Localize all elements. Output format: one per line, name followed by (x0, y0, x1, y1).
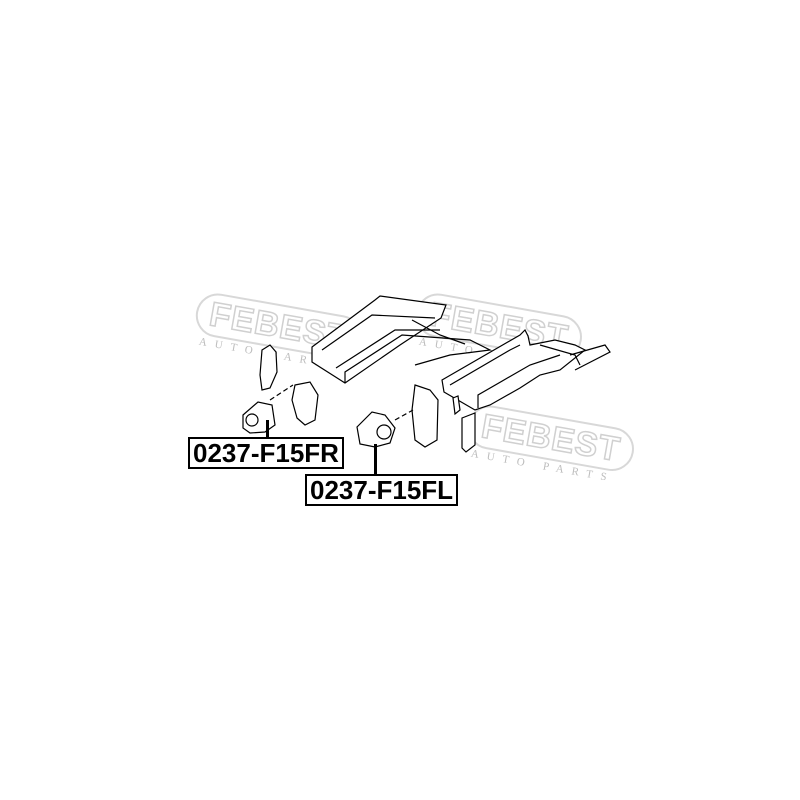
leader-line-fl (374, 444, 377, 475)
front-frame-rail-right (311, 295, 493, 384)
leader-line-fr (266, 420, 269, 438)
part-label-fr[interactable]: 0237-F15FR (188, 437, 344, 469)
part-label-fl[interactable]: 0237-F15FL (305, 474, 459, 506)
bracket-upper-right (259, 344, 319, 426)
bracket-left (394, 384, 476, 453)
engine-mount-fr (242, 401, 276, 434)
front-frame-rail-left (441, 328, 611, 411)
engine-mount-fl (356, 411, 396, 448)
